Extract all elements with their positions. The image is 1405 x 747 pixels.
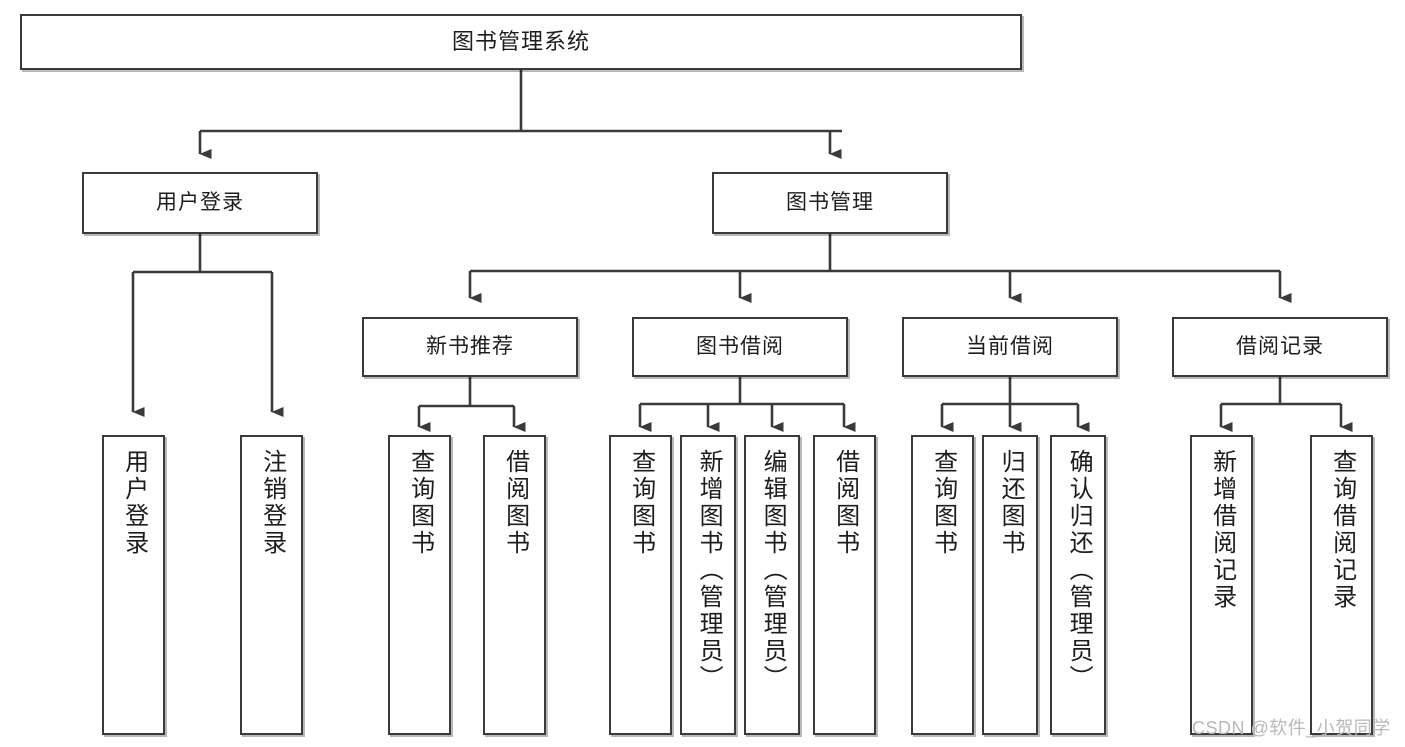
node-leaf-query-record[interactable]: 查询借阅记录 (1310, 435, 1373, 735)
node-new-book-recommend-label: 新书推荐 (426, 335, 514, 359)
node-leaf-query-book-2[interactable]: 查询图书 (609, 435, 672, 735)
node-leaf-query-book-3-label: 查询图书 (929, 449, 957, 557)
node-leaf-add-book[interactable]: 新增图书（管理员） (680, 435, 736, 735)
node-current-borrow-label: 当前借阅 (966, 335, 1054, 359)
node-leaf-user-logout[interactable]: 注销登录 (240, 435, 303, 735)
node-current-borrow[interactable]: 当前借阅 (902, 317, 1118, 377)
node-book-manage[interactable]: 图书管理 (712, 172, 948, 234)
node-leaf-user-login-label: 用户登录 (120, 449, 148, 557)
node-leaf-user-login[interactable]: 用户登录 (102, 435, 165, 735)
node-leaf-return-book[interactable]: 归还图书 (982, 435, 1038, 735)
node-leaf-borrow-book-1-label: 借阅图书 (501, 449, 529, 557)
node-leaf-user-logout-label: 注销登录 (258, 449, 286, 557)
node-leaf-borrow-book-2[interactable]: 借阅图书 (813, 435, 876, 735)
node-root-label: 图书管理系统 (451, 28, 590, 54)
node-book-manage-label: 图书管理 (786, 191, 874, 215)
node-borrow-record-label: 借阅记录 (1236, 335, 1324, 359)
node-leaf-query-book-2-label: 查询图书 (627, 449, 655, 557)
node-leaf-confirm-return-label: 确认归还（管理员） (1065, 449, 1093, 692)
node-leaf-borrow-book-2-label: 借阅图书 (831, 449, 859, 557)
node-leaf-query-book-1-label: 查询图书 (406, 449, 434, 557)
node-root[interactable]: 图书管理系统 (20, 14, 1022, 70)
node-leaf-query-record-label: 查询借阅记录 (1328, 449, 1356, 611)
node-leaf-add-book-label: 新增图书（管理员） (695, 449, 723, 692)
node-new-book-recommend[interactable]: 新书推荐 (362, 317, 578, 377)
node-leaf-query-book-3[interactable]: 查询图书 (911, 435, 974, 735)
node-leaf-borrow-book-1[interactable]: 借阅图书 (483, 435, 546, 735)
node-leaf-confirm-return[interactable]: 确认归还（管理员） (1050, 435, 1106, 735)
node-book-borrow[interactable]: 图书借阅 (632, 317, 848, 377)
node-user-login-label: 用户登录 (156, 191, 244, 215)
node-leaf-edit-book[interactable]: 编辑图书（管理员） (744, 435, 800, 735)
node-book-borrow-label: 图书借阅 (696, 335, 784, 359)
node-leaf-edit-book-label: 编辑图书（管理员） (759, 449, 787, 692)
node-leaf-add-record-label: 新增借阅记录 (1208, 449, 1236, 611)
node-leaf-query-book-1[interactable]: 查询图书 (388, 435, 451, 735)
node-leaf-return-book-label: 归还图书 (997, 449, 1025, 557)
node-borrow-record[interactable]: 借阅记录 (1172, 317, 1388, 377)
node-leaf-add-record[interactable]: 新增借阅记录 (1190, 435, 1253, 735)
node-user-login[interactable]: 用户登录 (82, 172, 318, 234)
